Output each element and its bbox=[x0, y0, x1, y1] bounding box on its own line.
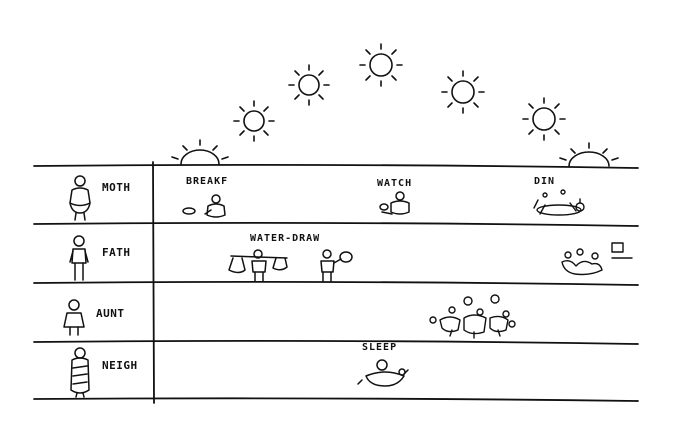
activity-label-sleep: SLEEP bbox=[362, 342, 397, 353]
water-carrier-sketch-icon bbox=[320, 249, 353, 282]
row-label-aunt: AUNT bbox=[96, 307, 125, 320]
sun-icon bbox=[441, 70, 485, 114]
father-figure-icon bbox=[69, 235, 89, 281]
row-neighbor: NEIGH bbox=[70, 347, 138, 398]
row-divider bbox=[33, 163, 639, 169]
sun-rising-icon bbox=[171, 139, 229, 165]
breakfast-sketch-icon bbox=[182, 194, 226, 218]
dinner-sketch-icon bbox=[533, 189, 585, 216]
row-father: FATH bbox=[69, 235, 131, 281]
activity-label-breakfast: BREAKF bbox=[186, 176, 228, 187]
watching-sketch-icon bbox=[379, 191, 410, 215]
row-label-neighbor: NEIGH bbox=[102, 359, 138, 372]
label-column-divider bbox=[152, 161, 155, 404]
sun-path bbox=[171, 43, 619, 167]
sun-icon bbox=[233, 100, 275, 142]
activity-label-water-draw: WATER-DRAW bbox=[250, 233, 320, 244]
row-divider bbox=[33, 280, 639, 286]
aunt-figure-icon bbox=[63, 299, 85, 336]
sun-icon bbox=[522, 97, 566, 141]
aunt-gathering-sketch-icon bbox=[429, 294, 516, 339]
row-label-father: FATH bbox=[102, 246, 131, 259]
neighbor-figure-icon bbox=[70, 347, 90, 398]
activity-label-dinner: DIN bbox=[534, 176, 555, 187]
timeline-grid bbox=[33, 161, 639, 404]
row-mother: MOTH bbox=[69, 175, 131, 221]
row-label-mother: MOTH bbox=[102, 181, 131, 194]
row-aunt: AUNT bbox=[63, 299, 125, 336]
water-draw-sketch-icon bbox=[228, 249, 288, 282]
sun-setting-icon bbox=[559, 142, 619, 167]
row-divider bbox=[33, 339, 639, 345]
sun-icon bbox=[359, 43, 403, 87]
sun-icon bbox=[288, 64, 330, 106]
activity-label-watch: WATCH bbox=[377, 178, 412, 189]
mother-figure-icon bbox=[69, 175, 91, 221]
father-evening-sketch-icon bbox=[561, 242, 633, 276]
row-divider bbox=[33, 221, 639, 227]
sleep-sketch-icon bbox=[357, 359, 409, 387]
row-divider bbox=[33, 397, 639, 402]
